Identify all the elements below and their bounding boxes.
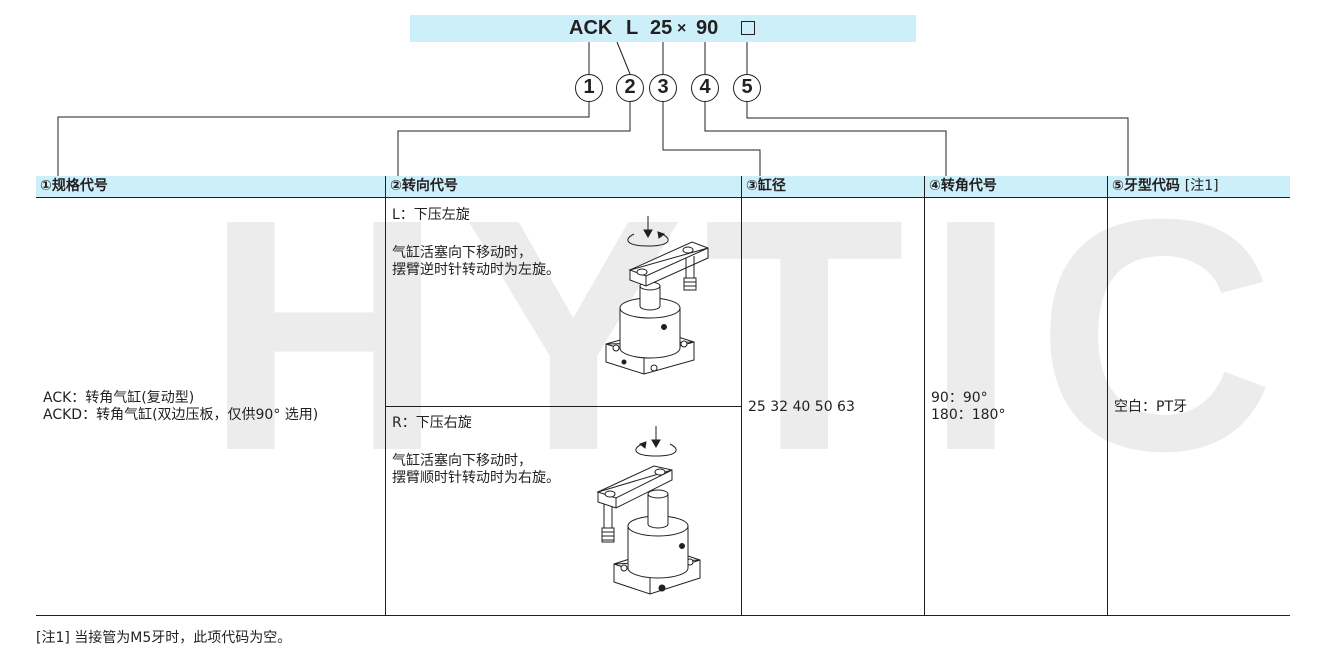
header-angle-code: ④转角代号 [929, 178, 997, 194]
code-times: × [677, 20, 687, 37]
direction-right-desc-2: 摆臂顺时针转动时为右旋。 [392, 470, 560, 486]
header-thread-code-note: [注1] [1184, 178, 1219, 194]
column-divider [741, 176, 742, 616]
right-rotation-cylinder-illustration [596, 426, 701, 595]
marker-circle-1: 1 [575, 74, 603, 102]
table-bottom-border [36, 615, 1290, 616]
direction-right-title: R：下压右旋 [392, 415, 472, 431]
direction-row-divider [385, 406, 741, 407]
angle-180: 180：180° [931, 407, 1006, 423]
code-angle: 90 [696, 17, 719, 39]
code-size: 25 [650, 17, 673, 39]
header-thread-code: ⑤牙型代码 [注1] [1112, 176, 1219, 197]
direction-right-desc-1: 气缸活塞向下移动时， [392, 453, 532, 469]
header-bore: ③缸径 [746, 178, 786, 194]
marker-circle-5: 5 [733, 74, 761, 102]
spec-ackd: ACKD：转角气缸(双边压板，仅供90° 选用) [43, 407, 319, 423]
code-series: ACK [569, 17, 613, 39]
marker-circle-2: 2 [616, 74, 644, 102]
model-code-bar [410, 15, 916, 42]
footnote: [注1] 当接管为M5牙时，此项代码为空。 [36, 630, 292, 646]
angle-90: 90：90° [931, 390, 988, 406]
header-spec-code: ①规格代号 [40, 178, 108, 194]
bore-sizes: 25 32 40 50 63 [748, 399, 855, 415]
direction-left-title: L：下压左旋 [392, 207, 470, 223]
header-direction-code: ②转向代号 [390, 178, 458, 194]
column-divider [1107, 176, 1108, 616]
spec-ack: ACK：转角气缸(复动型) [43, 390, 195, 406]
header-thread-code-label: ⑤牙型代码 [1112, 178, 1180, 194]
column-divider [385, 176, 386, 616]
marker-circle-4: 4 [691, 74, 719, 102]
marker-circle-3: 3 [649, 74, 677, 102]
brand-watermark: HYTIC [205, 150, 1295, 519]
direction-left-desc-1: 气缸活塞向下移动时， [392, 245, 532, 261]
code-direction: L [626, 17, 639, 39]
left-rotation-cylinder-illustration [605, 216, 709, 375]
column-divider [924, 176, 925, 616]
direction-left-desc-2: 摆臂逆时针转动时为左旋。 [392, 262, 560, 278]
thread-blank-pt: 空白：PT牙 [1114, 399, 1187, 415]
code-thread-placeholder-box [741, 21, 755, 35]
table-header-band [36, 176, 1290, 198]
